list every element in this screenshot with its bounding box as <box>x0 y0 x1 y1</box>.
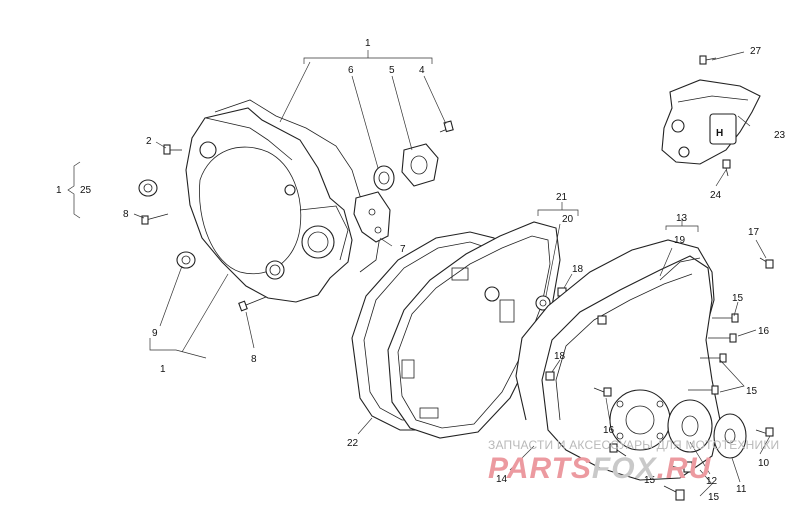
bushing-upper <box>138 179 158 197</box>
callout-10: 10 <box>758 458 770 469</box>
callout-20: 20 <box>562 214 574 225</box>
outer-cover-assembly <box>515 239 774 501</box>
callout-1-top: 1 <box>365 38 371 49</box>
callout-21: 21 <box>556 192 568 203</box>
cover-plate <box>401 143 439 187</box>
callout-1-left: 1 <box>56 185 62 196</box>
callout-8-upper: 8 <box>123 209 129 220</box>
callout-11: 11 <box>736 484 747 495</box>
callout-14: 14 <box>496 474 508 485</box>
watermark-logo-right: .RU <box>656 452 712 485</box>
small-housing-assembly: H <box>661 55 761 177</box>
callout-2: 2 <box>146 136 152 147</box>
watermark-logo-mid: FOX <box>591 452 657 485</box>
watermark-logo-left: PARTS <box>488 452 592 485</box>
callout-15-mid: 15 <box>746 386 758 397</box>
cover-gasket <box>214 99 381 273</box>
inner-cover <box>387 221 561 439</box>
callout-12: 12 <box>706 476 718 487</box>
plate <box>667 399 713 453</box>
callout-5: 5 <box>389 65 395 76</box>
callout-15-upper: 15 <box>732 293 744 304</box>
bearing <box>535 295 551 311</box>
callout-18-upper: 18 <box>572 264 584 275</box>
disc <box>713 413 747 459</box>
callout-1-bottom: 1 <box>160 364 166 375</box>
callout-7: 7 <box>400 244 406 255</box>
callout-17: 17 <box>748 227 760 238</box>
bushing-lower <box>176 251 196 269</box>
callout-18-lower: 18 <box>554 351 566 362</box>
inner-cover-assembly <box>351 221 567 439</box>
leader-lines <box>67 50 771 497</box>
callout-23: 23 <box>774 130 786 141</box>
callout-15-lower: 15 <box>644 475 656 486</box>
callout-6: 6 <box>348 65 354 76</box>
callout-22: 22 <box>347 438 359 449</box>
callout-24: 24 <box>710 190 722 201</box>
callout-25: 25 <box>80 185 92 196</box>
gasket-piece <box>353 191 391 243</box>
watermark-logo: PARTSFOX.RU <box>488 452 711 486</box>
callout-16-right: 16 <box>758 326 770 337</box>
watermark-tagline: ЗАПЧАСТИ И АКСЕССУАРЫ ДЛЯ МОТОТЕХНИКИ <box>488 438 780 452</box>
callout-9: 9 <box>152 328 158 339</box>
oil-seal <box>373 165 395 191</box>
svg-text:H: H <box>716 128 723 139</box>
callout-13: 13 <box>676 213 688 224</box>
callout-27: 27 <box>750 46 762 57</box>
callout-15-bottom: 15 <box>708 492 720 503</box>
clutch-cover-assembly <box>138 99 454 312</box>
callout-8-lower: 8 <box>251 354 257 365</box>
callout-16-mid: 16 <box>603 425 615 436</box>
callout-19: 19 <box>674 235 686 246</box>
callout-labels: 1 6 5 4 2 1 25 8 7 9 8 1 27 23 24 21 20 … <box>56 38 786 503</box>
callout-4: 4 <box>419 65 425 76</box>
